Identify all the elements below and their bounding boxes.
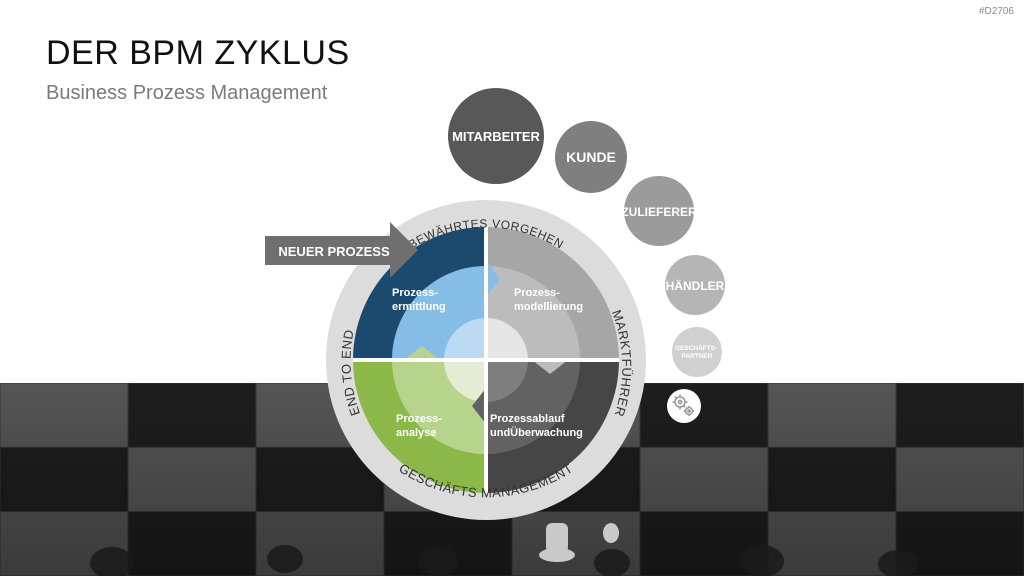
bubble-haendler-label: HÄNDLER	[666, 278, 725, 293]
bubble-geschaeftspartner	[672, 327, 722, 377]
new-process-label: NEUER PROZESS	[278, 244, 390, 259]
bubble-kunde-label: KUNDE	[566, 149, 616, 165]
bubble-mitarbeiter-label: MITARBEITER	[452, 129, 540, 144]
bubble-zulieferer-label: ZULIEFERER	[621, 205, 697, 219]
